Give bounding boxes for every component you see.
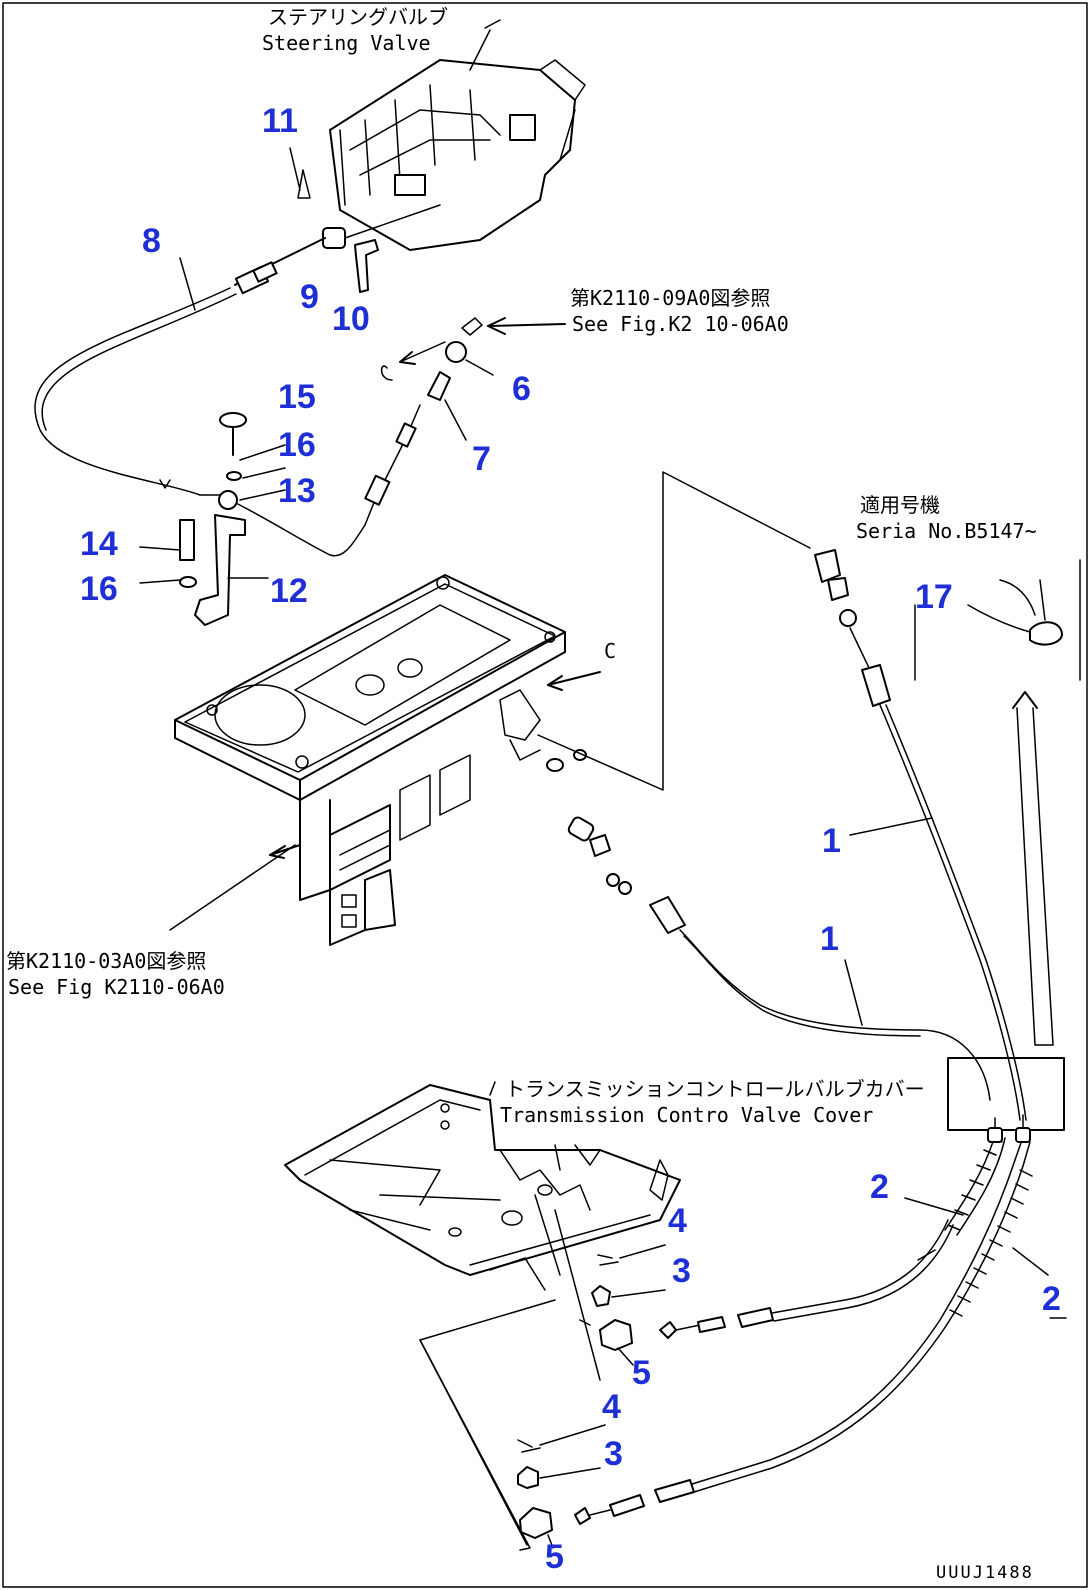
cable-2-upper	[659, 1117, 1006, 1339]
part-5-joint-upper	[599, 1319, 633, 1351]
callout-16-lower[interactable]: 16	[80, 570, 118, 608]
callout-2-right[interactable]: 2	[1042, 1280, 1061, 1318]
part-11-cotter	[297, 169, 311, 199]
steering-valve	[329, 19, 586, 251]
part-4-cotter-lower	[517, 1439, 541, 1453]
part-9-nut	[322, 227, 346, 249]
callout-3-upper[interactable]: 3	[672, 1252, 691, 1290]
part-3-nut-upper	[591, 1285, 611, 1307]
callout-17[interactable]: 17	[915, 578, 953, 616]
callout-2-left[interactable]: 2	[870, 1168, 889, 1206]
callout-8[interactable]: 8	[142, 222, 161, 260]
callout-4-lower[interactable]: 4	[602, 1388, 621, 1426]
part-17-clamp	[1029, 621, 1063, 646]
callout-9[interactable]: 9	[300, 278, 319, 316]
callout-5-lower[interactable]: 5	[545, 1538, 564, 1576]
cable-2-lower	[574, 1114, 1033, 1525]
part-3-nut-lower	[517, 1466, 539, 1489]
part-16-washer-upper	[226, 471, 242, 481]
callout-13[interactable]: 13	[278, 472, 316, 510]
transmission-cover	[284, 1084, 681, 1291]
callout-5-upper[interactable]: 5	[632, 1354, 651, 1392]
callout-6[interactable]: 6	[512, 370, 531, 408]
label-cover-en: Transmission Contro Valve Cover	[500, 1103, 873, 1127]
cable-8	[34, 237, 421, 557]
cable-1-lower	[567, 816, 991, 1101]
callout-3-lower[interactable]: 3	[604, 1435, 623, 1473]
label-steering-en: Steering Valve	[262, 31, 431, 55]
cable-1-upper	[814, 549, 1027, 1121]
part-10-pin	[354, 239, 379, 293]
part-6-washer	[445, 341, 467, 363]
callout-7[interactable]: 7	[472, 440, 491, 478]
part-15-bolt	[219, 412, 247, 428]
callout-1-lower[interactable]: 1	[820, 920, 839, 958]
label-steering-jp: ステアリングバルブ	[268, 5, 448, 29]
cover-callout-box	[947, 1057, 1065, 1131]
serial-bracket-lines	[914, 559, 1081, 681]
label-cover-jp: トランスミッションコントロールバルブカバー	[505, 1077, 925, 1101]
callout-12[interactable]: 12	[270, 572, 308, 610]
label-ref-top-en: See Fig.K2 10-06A0	[572, 312, 789, 336]
callout-15[interactable]: 15	[278, 378, 316, 416]
label-serial-jp: 適用号機	[860, 493, 940, 517]
label-ref-left-en: See Fig K2110-06A0	[8, 975, 225, 999]
part-16-washer-lower	[179, 576, 197, 588]
label-ref-left-jp: 第K2110-03A0図参照	[6, 949, 206, 973]
label-view-c-top: C	[604, 639, 616, 663]
label-serial-en: Seria No.B5147~	[856, 519, 1037, 543]
callout-14[interactable]: 14	[80, 525, 118, 563]
control-plate-assembly	[169, 574, 587, 946]
label-ref-top-jp: 第K2110-09A0図参照	[570, 286, 770, 310]
part-14-bolt	[179, 519, 195, 561]
part-13-clamp	[218, 490, 238, 510]
callout-10[interactable]: 10	[332, 300, 370, 338]
view-c-boundary	[537, 471, 811, 791]
callout-16-upper[interactable]: 16	[278, 426, 316, 464]
drawing-number: UUUJ1488	[936, 1563, 1034, 1583]
part-12-bracket	[194, 514, 246, 626]
up-arrow	[1012, 691, 1038, 709]
part-7-ball-joint	[427, 371, 451, 401]
callout-4-upper[interactable]: 4	[668, 1202, 687, 1240]
callout-11[interactable]: 11	[262, 102, 298, 140]
part-5-joint-lower	[519, 1507, 553, 1539]
part-4-cotter-upper	[597, 1254, 619, 1266]
callout-1-upper[interactable]: 1	[822, 822, 841, 860]
